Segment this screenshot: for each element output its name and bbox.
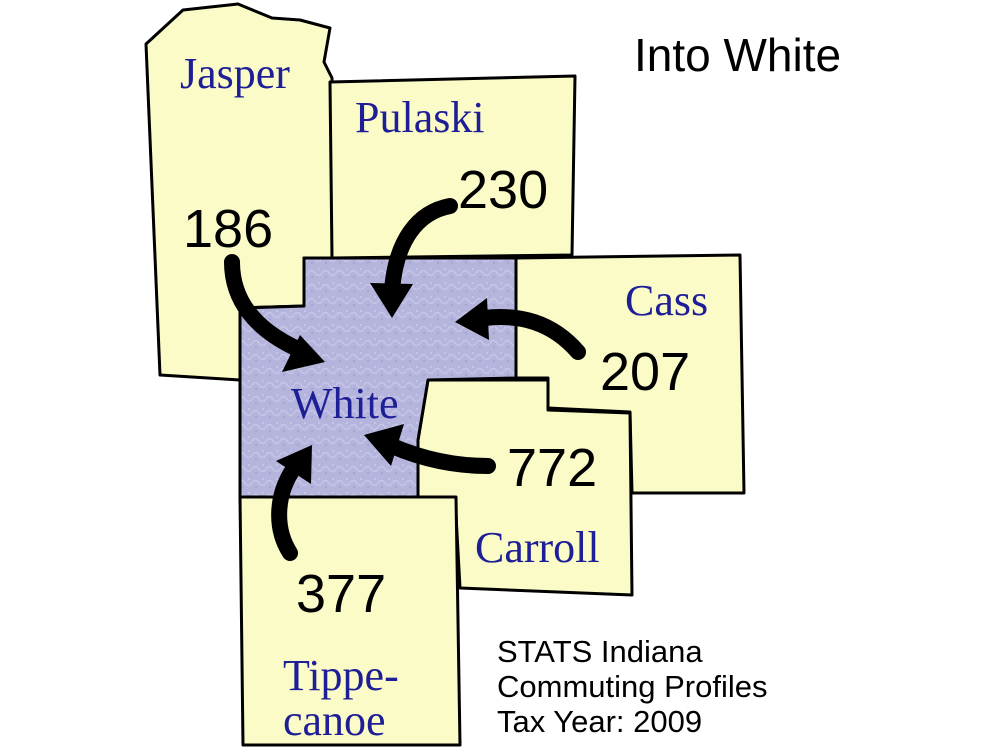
source-line-1: STATS Indiana: [497, 634, 703, 669]
flow-value-jasper: 186: [183, 199, 273, 259]
map-title: Into White: [634, 29, 841, 81]
flow-arrow-jasper: [224, 254, 325, 372]
flow-value-pulaski: 230: [458, 160, 548, 220]
county-pulaski: [328, 74, 577, 260]
county-label-jasper: Jasper: [180, 49, 290, 98]
county-label-white: White: [291, 379, 399, 428]
county-label-cass: Cass: [625, 276, 708, 325]
source-line-2: Commuting Profiles: [497, 669, 767, 704]
flow-arrow-cass: [455, 298, 586, 360]
county-label-tippecanoe-line1: Tippe-: [283, 651, 399, 700]
flow-arrow-pulaski: [370, 198, 458, 318]
flow-arrow-tippecanoe: [271, 445, 312, 561]
source-line-3: Tax Year: 2009: [497, 704, 702, 739]
flow-arrow-carroll: [364, 424, 496, 474]
flow-value-tippecanoe: 377: [296, 564, 386, 624]
flow-value-cass: 207: [600, 342, 690, 402]
county-label-tippecanoe-line2: canoe: [283, 696, 386, 745]
flow-value-carroll: 772: [507, 438, 597, 498]
county-label-pulaski: Pulaski: [355, 93, 485, 142]
county-label-carroll: Carroll: [475, 523, 600, 572]
